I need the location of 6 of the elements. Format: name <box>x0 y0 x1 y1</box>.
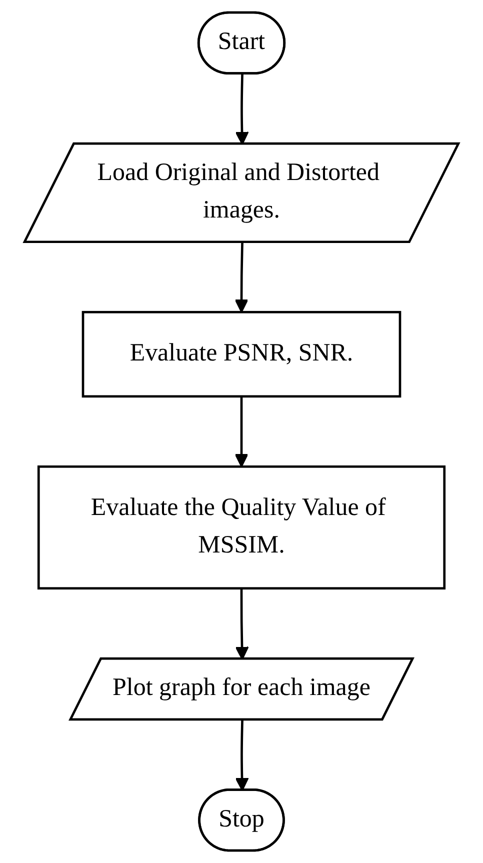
arrow <box>234 396 248 468</box>
arrow <box>235 588 249 660</box>
node-box: Evaluate PSNR, SNR. <box>82 310 402 398</box>
node-box: Evaluate the Quality Value of MSSIM. <box>37 465 446 590</box>
arrow <box>235 74 249 145</box>
arrow <box>234 242 248 313</box>
